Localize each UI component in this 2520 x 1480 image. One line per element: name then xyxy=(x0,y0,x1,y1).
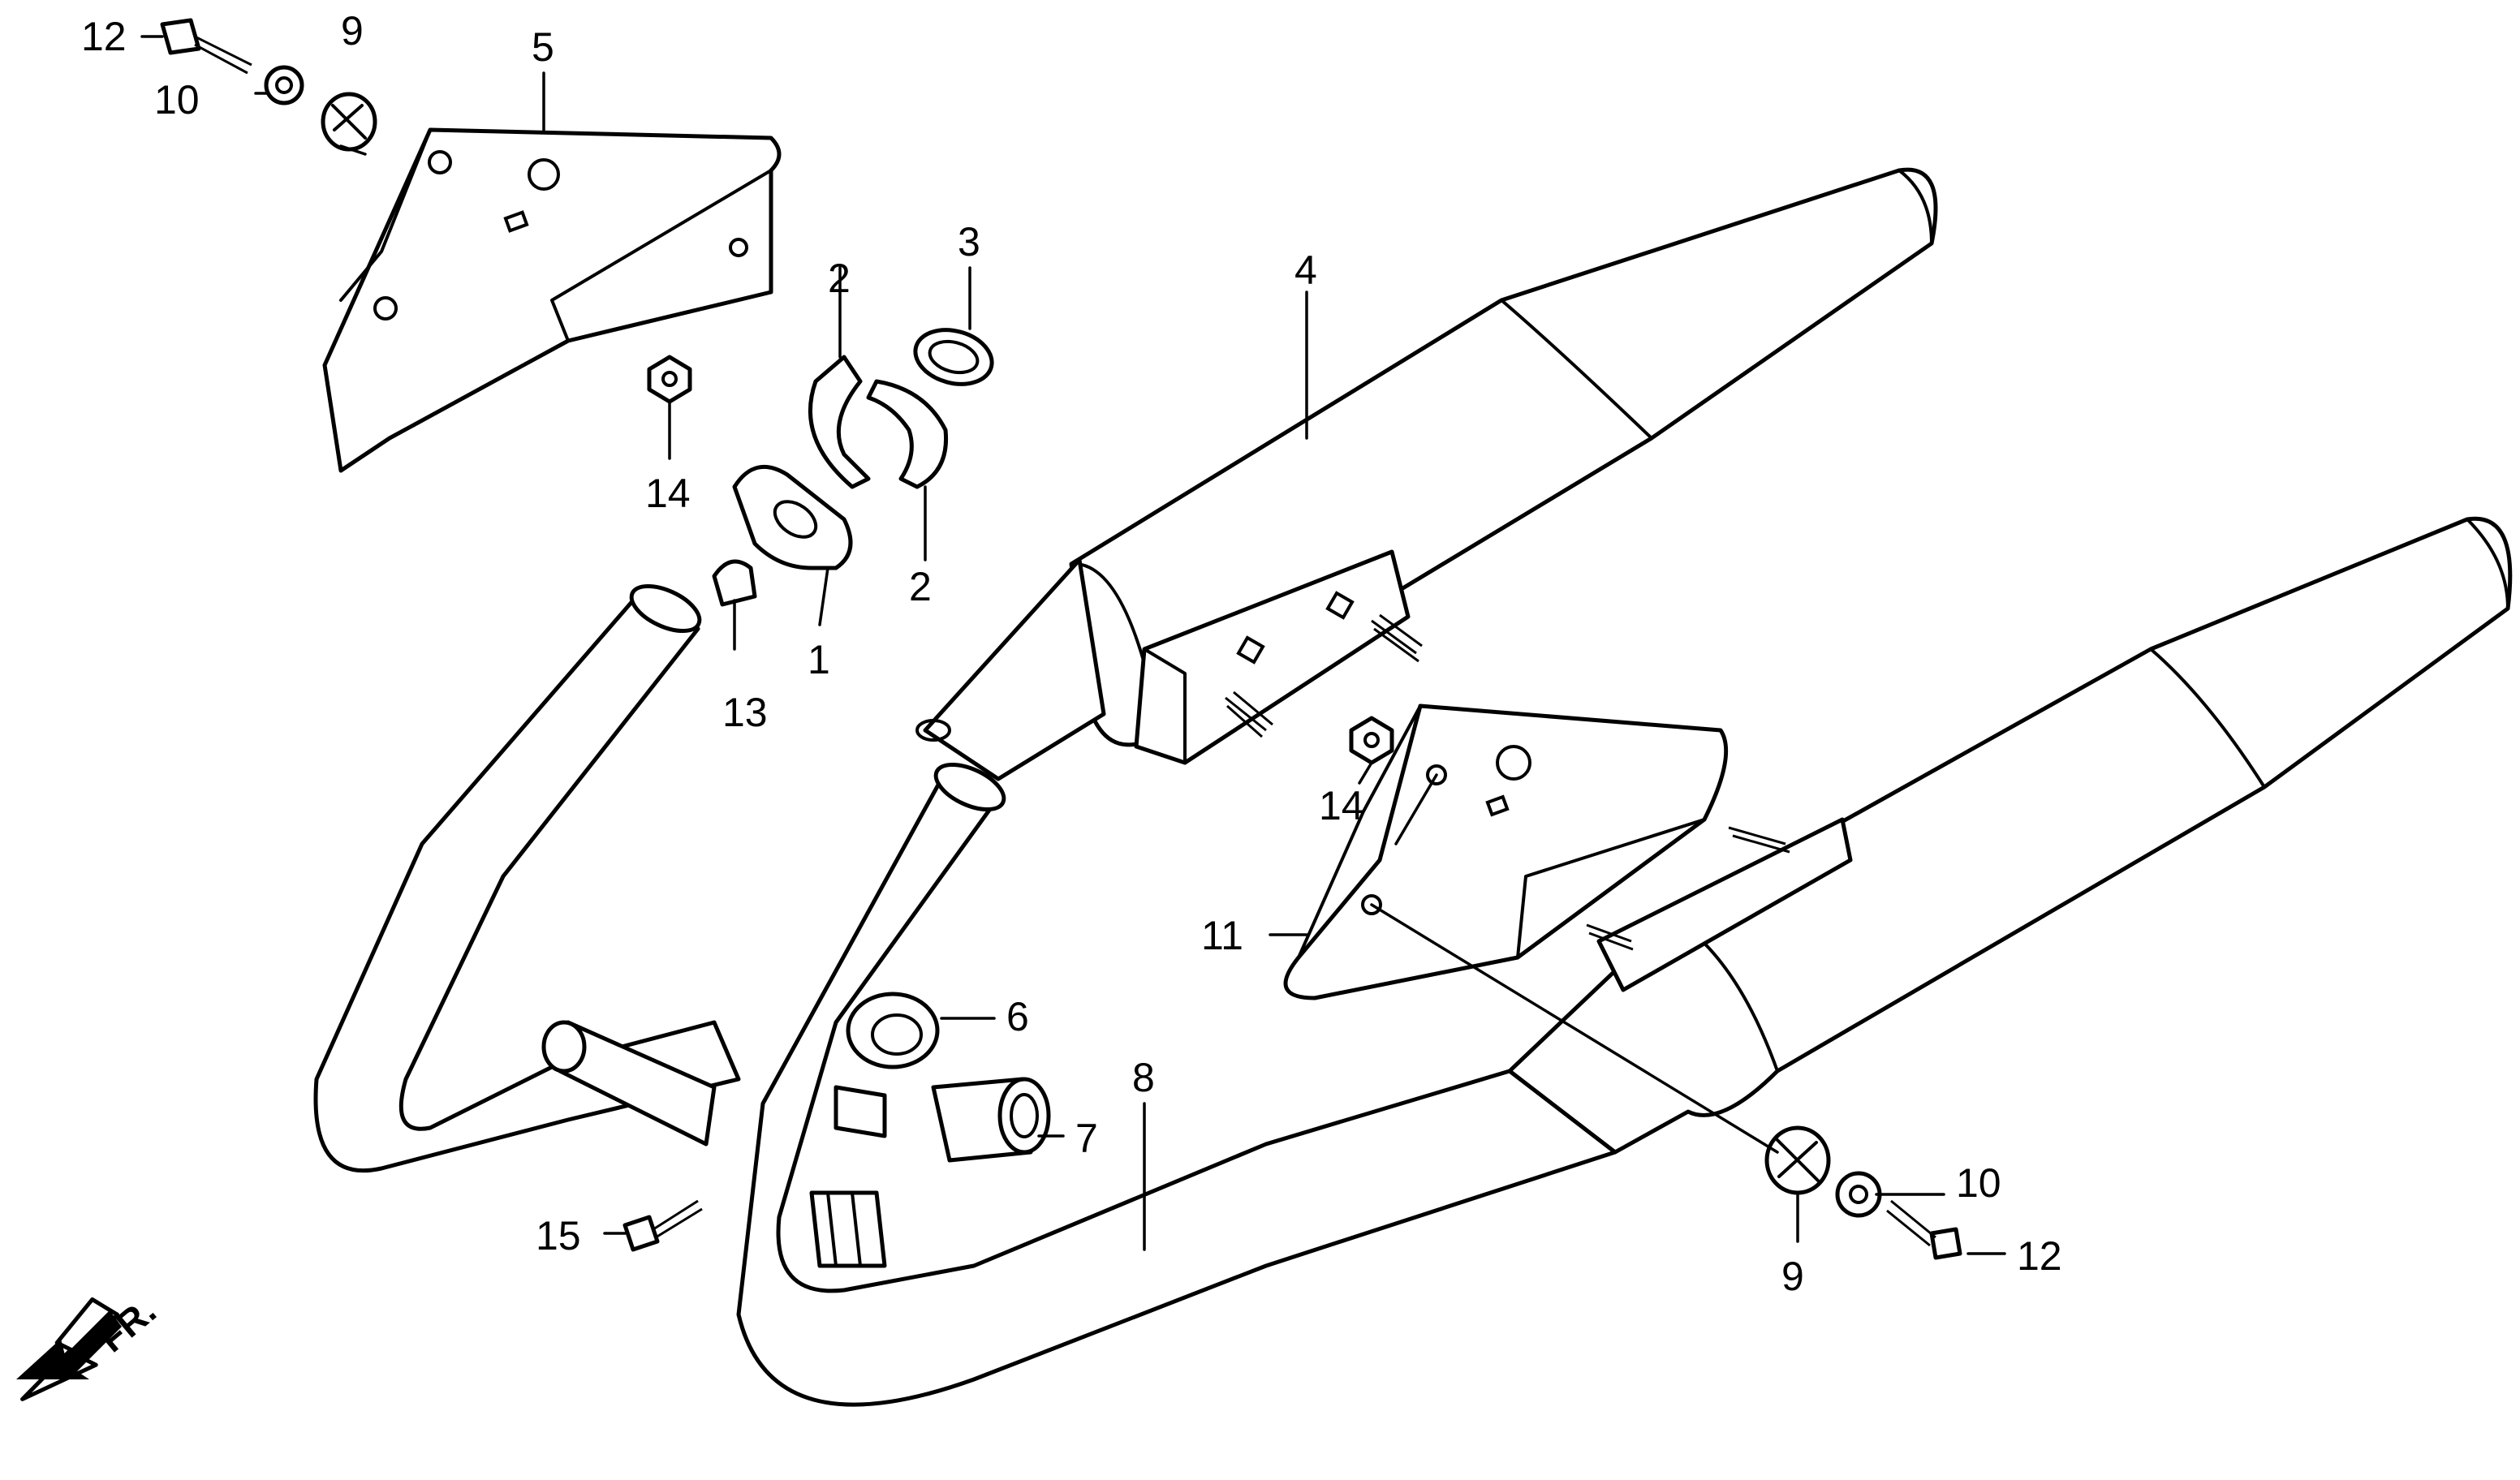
nut-lower xyxy=(1349,716,1394,765)
pipe-clamp xyxy=(834,992,940,1138)
gasket-ring xyxy=(913,328,994,386)
callout-13: 13 xyxy=(722,690,768,735)
callout-14-upper: 14 xyxy=(645,471,691,516)
bolt-lower xyxy=(1886,1199,1962,1260)
split-collar xyxy=(808,355,949,489)
collar-upper xyxy=(264,65,304,105)
front-direction-label: FR. xyxy=(91,1289,164,1360)
callout-15: 15 xyxy=(536,1213,581,1258)
collar-lower xyxy=(1835,1171,1882,1218)
callout-12-upper: 12 xyxy=(81,14,127,59)
callout-11: 11 xyxy=(1201,913,1243,958)
leader-lines xyxy=(140,35,2006,1255)
callout-10-upper: 10 xyxy=(154,77,200,123)
rubber-mount-lower xyxy=(1764,1125,1831,1195)
cap-nut xyxy=(712,559,757,607)
callout-12-lower: 12 xyxy=(2017,1233,2062,1279)
heat-shield-lower xyxy=(1283,703,1729,1000)
callout-6: 6 xyxy=(1006,994,1029,1039)
callout-2-upper: 2 xyxy=(828,256,851,301)
rubber-mount-upper xyxy=(321,92,377,152)
callout-2-lower: 2 xyxy=(909,564,932,609)
callout-7: 7 xyxy=(1075,1116,1098,1161)
muffler-lower xyxy=(1507,516,2513,1155)
bolt-15 xyxy=(622,1199,703,1252)
exhaust-pipe-assembly xyxy=(313,583,1618,1407)
pipe-sleeve xyxy=(931,1077,1051,1163)
callout-3: 3 xyxy=(958,219,980,265)
exhaust-flange xyxy=(732,464,853,570)
callout-5: 5 xyxy=(532,24,554,70)
callout-8: 8 xyxy=(1132,1055,1155,1100)
callout-9-lower: 9 xyxy=(1781,1254,1804,1299)
callout-10-lower: 10 xyxy=(1956,1160,2001,1206)
front-direction-arrow-icon xyxy=(16,1297,122,1401)
bolt-upper xyxy=(160,18,252,75)
callout-9-upper: 9 xyxy=(341,8,364,54)
muffler-upper xyxy=(915,167,1938,781)
callout-4: 4 xyxy=(1294,247,1317,293)
nut-upper xyxy=(647,355,692,404)
heat-shield-upper xyxy=(322,127,782,473)
callout-1: 1 xyxy=(808,637,830,682)
callout-14-lower: 14 xyxy=(1319,783,1364,828)
